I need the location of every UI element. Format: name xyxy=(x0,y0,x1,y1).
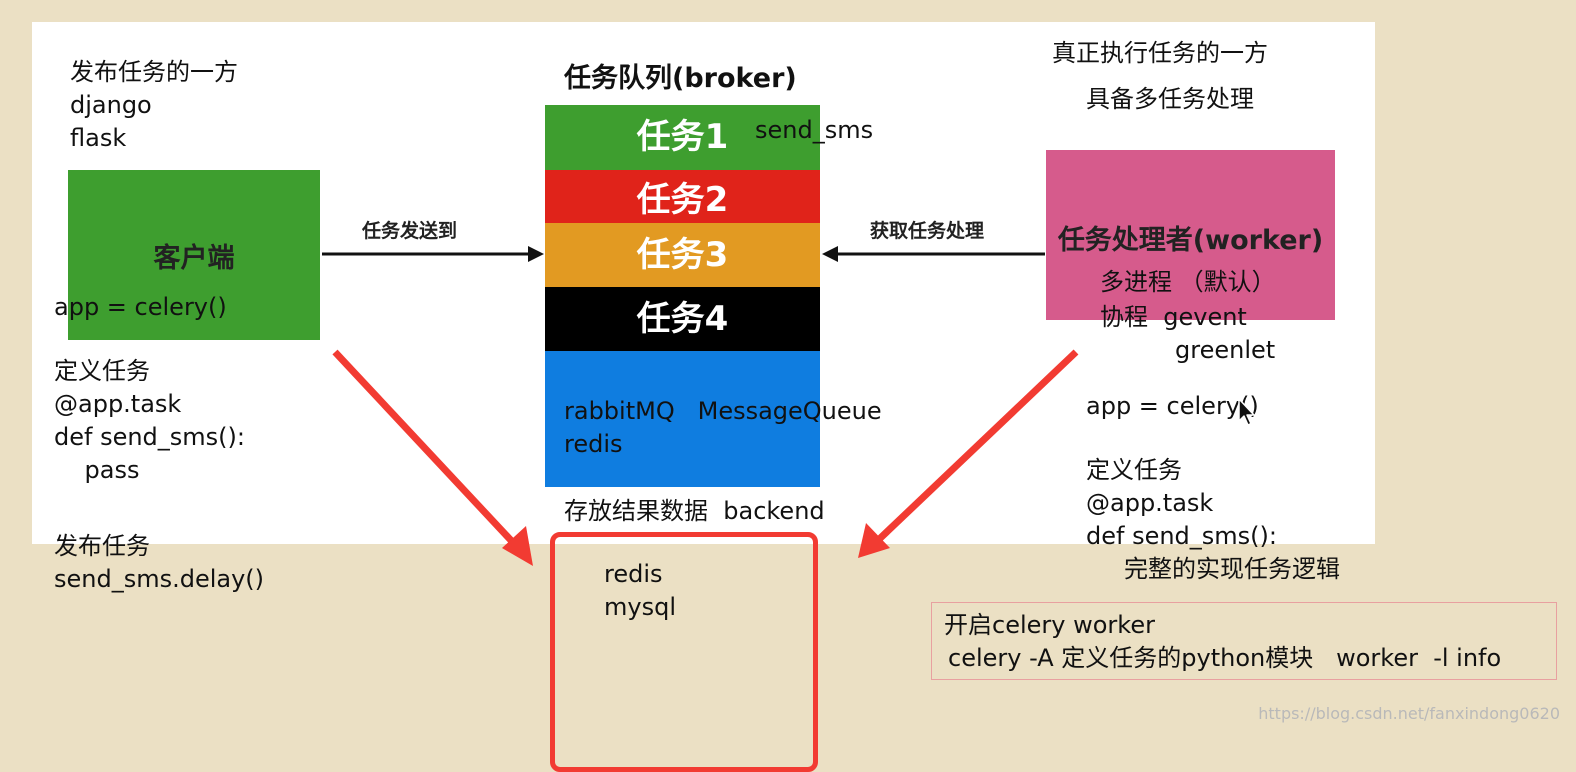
command-box xyxy=(931,602,1557,680)
worker-role-subtitle: 具备多任务处理 xyxy=(1086,85,1254,113)
worker-app-code: app = celery() xyxy=(1086,392,1259,420)
client-backend-arrow-head xyxy=(502,526,533,566)
command-line1: 开启celery worker xyxy=(944,611,1155,639)
mouse-cursor-icon xyxy=(1238,398,1255,426)
client-define-def: def send_sms(): xyxy=(54,423,245,451)
client-backend-arrow-line xyxy=(332,349,523,553)
send-arrow-head xyxy=(528,246,544,262)
worker-define-title: 定义任务 xyxy=(1086,456,1182,484)
backend-item-mysql: mysql xyxy=(604,593,676,621)
client-publish-title: 发布任务 xyxy=(54,532,150,560)
queue-impl-line1: rabbitMQ MessageQueue xyxy=(564,397,882,425)
backend-item-redis: redis xyxy=(604,560,663,588)
queue-task-4: 任务4 xyxy=(545,287,820,351)
worker-mode-gevent: 协程 gevent xyxy=(1100,303,1247,331)
client-define-decorator: @app.task xyxy=(54,390,182,418)
worker-mode-multiprocess: 多进程 （默认） xyxy=(1100,268,1276,296)
queue-task-3: 任务3 xyxy=(545,223,820,287)
queue-task1-name: send_sms xyxy=(755,116,874,144)
fetch-arrow-head xyxy=(822,246,838,262)
backend-title: 存放结果数据 backend xyxy=(564,497,825,525)
worker-logic-note: 完整的实现任务逻辑 xyxy=(1124,555,1340,583)
queue-task-1: 任务1 xyxy=(545,105,820,170)
worker-backend-arrow-head xyxy=(858,523,890,558)
client-define-title: 定义任务 xyxy=(54,357,150,385)
worker-mode-greenlet: greenlet xyxy=(1175,336,1276,364)
command-line2: celery -A 定义任务的python模块 worker -l info xyxy=(948,644,1502,672)
client-box-label: 客户端 xyxy=(153,243,235,274)
worker-define-def: def send_sms(): xyxy=(1086,522,1277,550)
worker-box xyxy=(1046,150,1335,320)
client-app-code: app = celery() xyxy=(54,293,227,321)
arrows-layer xyxy=(322,246,1079,566)
queue-impl-line2: redis xyxy=(564,430,623,458)
send-arrow-label: 任务发送到 xyxy=(362,220,458,242)
worker-backend-arrow-line xyxy=(869,349,1079,549)
client-framework-django: django xyxy=(70,91,152,119)
fetch-arrow-label: 获取任务处理 xyxy=(870,220,985,242)
client-framework-flask: flask xyxy=(70,124,127,152)
client-publish-code: send_sms.delay() xyxy=(54,565,265,593)
client-box xyxy=(68,170,320,340)
client-role-title: 发布任务的一方 xyxy=(70,58,238,86)
watermark: https://blog.csdn.net/fanxindong0620 xyxy=(1258,704,1560,723)
worker-define-decorator: @app.task xyxy=(1086,489,1214,517)
queue-title: 任务队列(broker) xyxy=(564,63,797,94)
task-queue: 任务1 任务2 任务3 任务4 xyxy=(545,105,820,487)
queue-task-2: 任务2 xyxy=(545,170,820,223)
worker-box-label: 任务处理者(worker) xyxy=(1057,225,1324,256)
worker-role-title: 真正执行任务的一方 xyxy=(1052,39,1268,67)
client-define-pass: pass xyxy=(54,456,140,484)
